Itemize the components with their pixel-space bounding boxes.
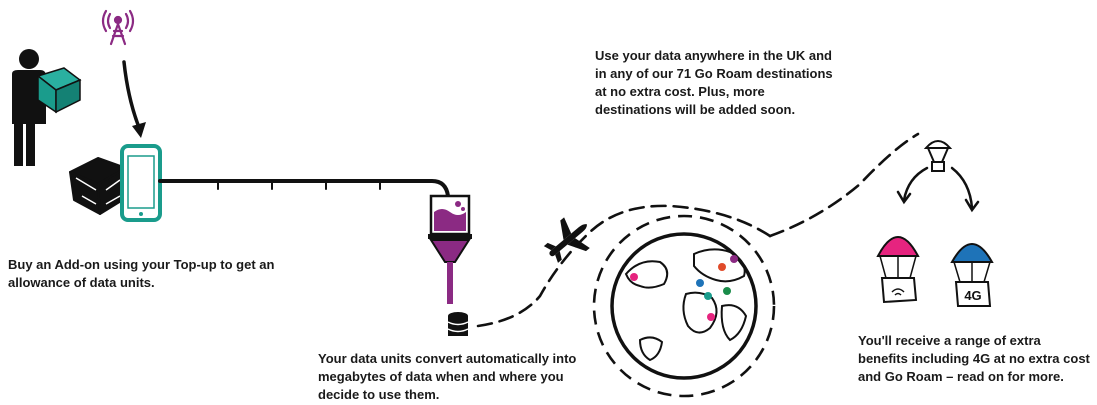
destination-marker	[718, 263, 726, 271]
airplane-icon	[543, 217, 590, 263]
extra-benefits-caption: You'll receive a range of extra benefits…	[858, 333, 1090, 384]
roam-path	[768, 132, 920, 238]
globe-icon	[592, 214, 776, 398]
destination-marker	[630, 273, 638, 281]
go-roam-caption: Use your data anywhere in the UK and in …	[595, 48, 833, 117]
tower-to-phone-arrow	[122, 60, 146, 138]
destination-marker	[696, 279, 704, 287]
delivery-person-icon	[12, 49, 82, 166]
parcel-badge: 4G	[964, 288, 981, 303]
smartphone-icon	[120, 144, 162, 222]
funnel-icon	[428, 194, 472, 304]
open-box-icon	[69, 157, 127, 215]
database-icon	[447, 312, 469, 336]
data-cable	[158, 179, 450, 198]
destination-marker	[730, 255, 738, 263]
supply-drop-icon	[923, 140, 953, 172]
parachute-parcel-icon: 4G	[950, 243, 994, 307]
destination-marker	[707, 313, 715, 321]
parachute-parcel-icon	[876, 236, 920, 304]
buy-addon-caption: Buy an Add-on using your Top-up to get a…	[8, 257, 275, 290]
radio-tower-icon	[101, 9, 135, 46]
split-arrows	[896, 166, 980, 213]
destination-marker	[723, 287, 731, 295]
flight-path	[476, 204, 772, 328]
convert-units-caption: Your data units convert automatically in…	[318, 351, 577, 402]
destination-marker	[704, 292, 712, 300]
